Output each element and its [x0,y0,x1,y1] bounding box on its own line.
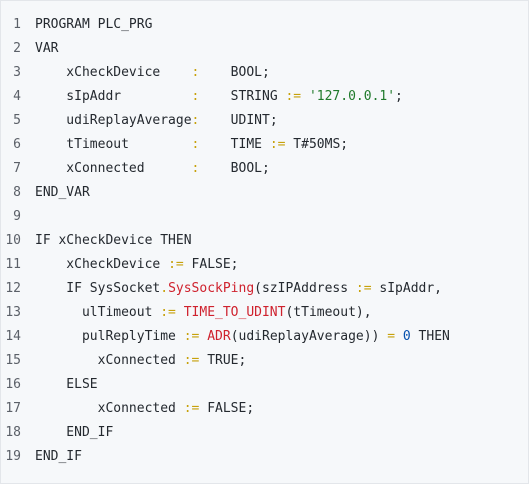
code-line: IF SysSocket.SysSockPing(szIPAddress := … [35,277,528,301]
code-token: xConnected [35,353,184,368]
code-token: END_VAR [35,185,90,200]
code-line: ulTimeout := TIME_TO_UDINT(tTimeout), [35,301,528,325]
code-line: xCheckDevice := FALSE; [35,253,528,277]
code-token: := [160,305,176,320]
line-number: 13 [5,305,21,320]
code-token: : [191,89,200,104]
code-token: xConnected [35,401,184,416]
line-number: 12 [5,281,21,296]
code-token: TIME [199,137,270,152]
line-number: 5 [13,113,21,128]
code-line: IF xCheckDevice THEN [35,229,528,253]
code-token: pulReplyTime [35,329,184,344]
code-line: PROGRAM PLC_PRG [35,13,528,37]
code-token [301,89,309,104]
code-line: xConnected := TRUE; [35,349,528,373]
code-token: TIME_TO_UDINT [183,305,286,320]
code-token: '127.0.0.1' [308,89,396,104]
code-token: := [355,281,372,296]
code-token: := [285,89,302,104]
code-token: PROGRAM PLC_PRG [35,17,153,32]
code-line: udiReplayAverage: UDINT; [35,109,528,133]
code-token: (szIPAddress [254,281,356,296]
code-token [176,305,184,320]
code-token: = [387,329,396,344]
code-token: : [191,113,200,128]
line-number: 1 [13,17,21,32]
code-token: ADR [207,329,231,344]
code-token: FALSE; [183,257,239,272]
code-token: xCheckDevice [35,65,192,80]
line-number: 3 [13,65,21,80]
code-token: (tTimeout), [285,305,372,320]
line-number: 8 [13,185,21,200]
line-number: 15 [5,353,21,368]
code-token: : [191,161,200,176]
code-token: (udiReplayAverage)) [230,329,388,344]
code-line: END_IF [35,445,528,469]
code-token: TRUE; [199,353,247,368]
code-token: . [160,281,169,296]
line-number: 17 [5,401,21,416]
code-token: sIpAddr, [371,281,443,296]
code-token: 0 [402,329,411,344]
code-token: STRING [199,89,286,104]
code-token: := [183,401,200,416]
line-number: 6 [13,137,21,152]
code-token: := [183,329,200,344]
code-token: END_IF [35,425,114,440]
code-line: tTimeout : TIME := T#50MS; [35,133,528,157]
code-line: END_VAR [35,181,528,205]
code-token [395,329,403,344]
line-number: 16 [5,377,21,392]
code-token: VAR [35,41,59,56]
code-token: := [269,137,286,152]
code-line: pulReplyTime := ADR(udiReplayAverage)) =… [35,325,528,349]
code-token: sIpAddr [35,89,192,104]
line-number: 4 [13,89,21,104]
code-line: xConnected := FALSE; [35,397,528,421]
code-token: udiReplayAverage [35,113,192,128]
code-token: IF xCheckDevice THEN [35,233,192,248]
line-number: 10 [5,233,21,248]
code-token: IF SysSocket [35,281,161,296]
code-token: ELSE [35,377,98,392]
code-line: ELSE [35,373,528,397]
code-token: THEN [410,329,450,344]
code-token: ; [395,89,403,104]
code-token: UDINT; [199,113,278,128]
code-line: xCheckDevice : BOOL; [35,61,528,85]
line-number: 19 [5,449,21,464]
code-token: xConnected [35,161,192,176]
code-line: xConnected : BOOL; [35,157,528,181]
code-line: END_IF [35,421,528,445]
code-token: T#50MS; [285,137,349,152]
line-number: 7 [13,161,21,176]
line-number: 14 [5,329,21,344]
line-number: 9 [13,209,21,224]
code-token: : [191,137,200,152]
code-token: : [191,65,200,80]
code-token: ulTimeout [35,305,161,320]
code-token: BOOL; [199,65,270,80]
code-token: := [183,353,200,368]
code-token: xCheckDevice [35,257,169,272]
code-line [35,205,528,229]
code-token: := [168,257,184,272]
code-line: VAR [35,37,528,61]
code-token: SysSockPing [168,281,255,296]
line-number: 2 [13,41,21,56]
code-line: sIpAddr : STRING := '127.0.0.1'; [35,85,528,109]
code-token: tTimeout [35,137,192,152]
code-token: BOOL; [199,161,270,176]
code-token: FALSE; [199,401,255,416]
line-number: 18 [5,425,21,440]
line-number: 11 [5,257,21,272]
code-token: END_IF [35,449,82,464]
